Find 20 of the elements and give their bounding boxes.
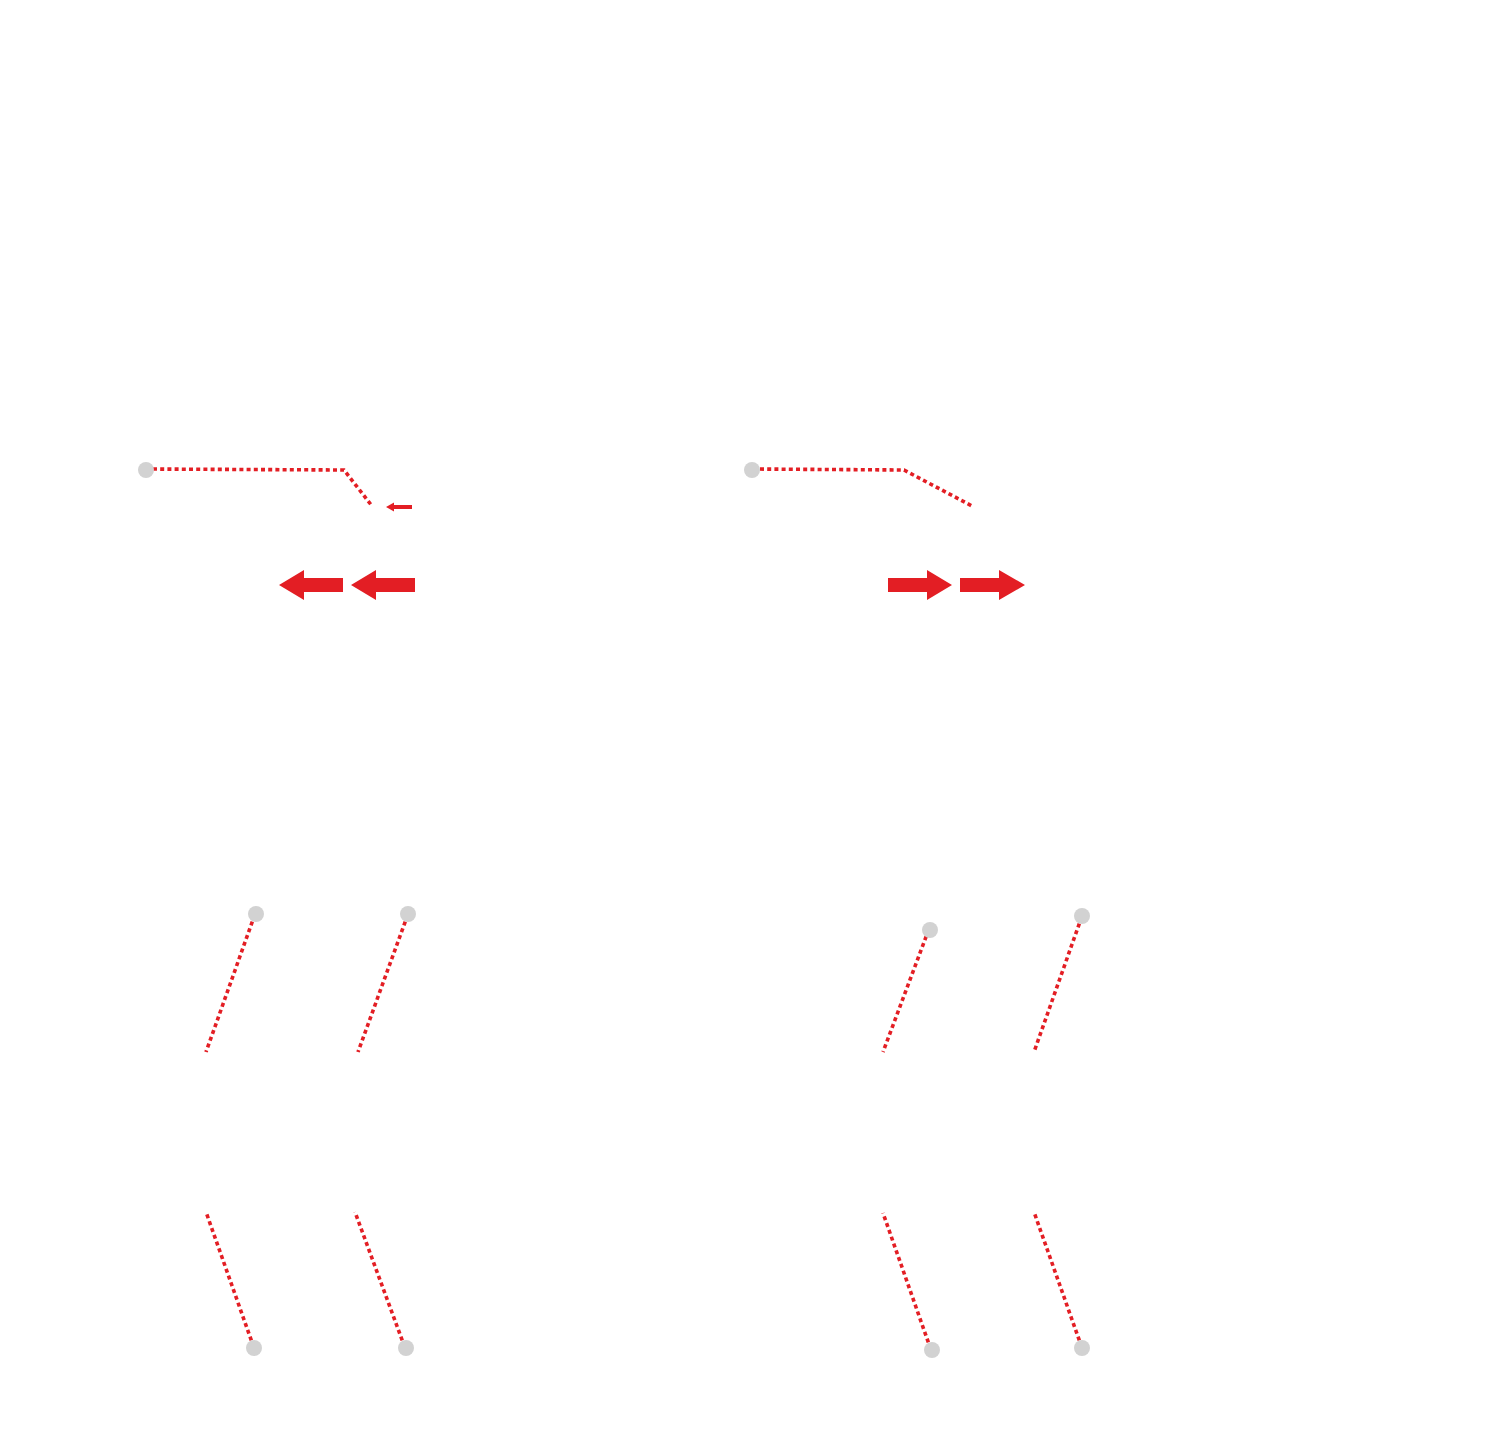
leader-line — [1032, 922, 1082, 1053]
leader-line — [204, 920, 254, 1053]
marker-dot-icon — [1074, 908, 1090, 924]
leader-line — [881, 935, 928, 1053]
marker-dot-icon — [1074, 1340, 1090, 1356]
leader-line — [204, 1211, 254, 1342]
marker-dot-icon — [397, 1340, 413, 1356]
leader-line — [760, 467, 973, 508]
marker-dot-icon — [137, 461, 153, 477]
marker-dot-icon — [247, 906, 263, 922]
leader-line — [353, 1211, 404, 1342]
leader-line — [153, 467, 374, 508]
marker-dot-icon — [400, 906, 416, 922]
marker-dot-icon — [744, 461, 760, 477]
marker-dot-icon — [246, 1340, 262, 1356]
marker-dot-icon — [923, 1342, 939, 1358]
leader-line — [356, 920, 407, 1053]
leader-line — [1032, 1211, 1082, 1342]
marker-dot-icon — [921, 921, 937, 937]
leader-line — [881, 1212, 931, 1344]
